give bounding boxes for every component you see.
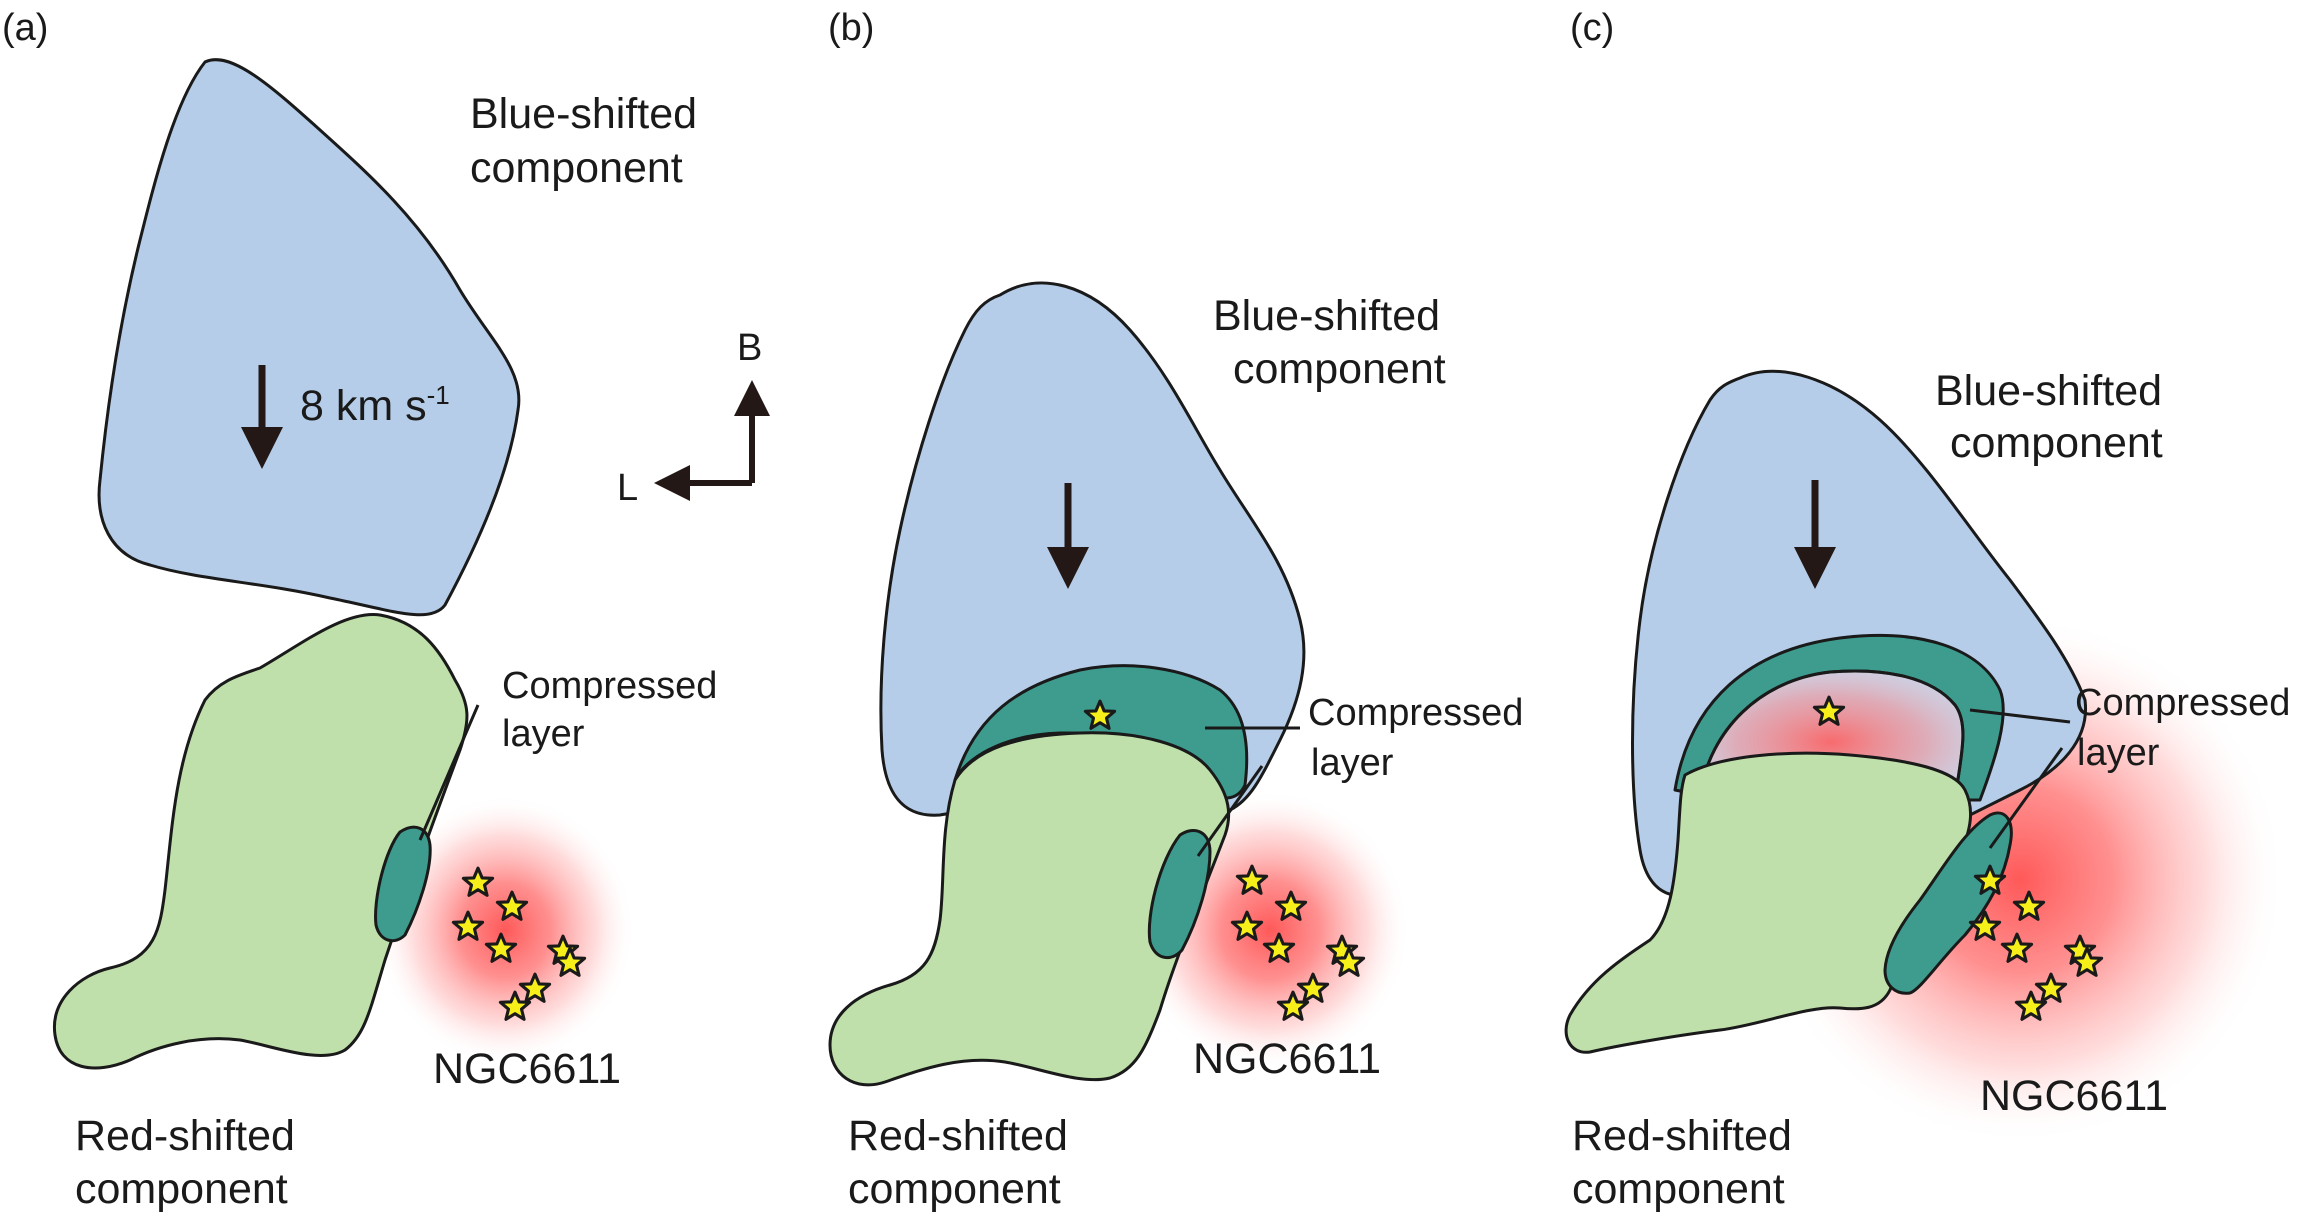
red-shifted-cloud (52, 613, 469, 1070)
direction-axes-icon: B L (617, 327, 770, 509)
red-shifted-label: Red-shifted (75, 1112, 295, 1160)
axis-left-label: L (617, 467, 638, 509)
compressed-layer (374, 825, 432, 943)
red-shifted-cloud (1564, 751, 1972, 1054)
compressed-layer-label: Compressed (502, 665, 717, 707)
blue-shifted-label: component (470, 144, 683, 192)
axis-up-label: B (737, 327, 762, 369)
compressed-layer-label: layer (2077, 732, 2160, 774)
cluster-label: NGC6611 (433, 1045, 621, 1093)
cluster-label: NGC6611 (1980, 1072, 2168, 1120)
red-shifted-cloud (828, 731, 1231, 1087)
panel-c: (c) Blue-shifted component Compressed (1564, 7, 2290, 1213)
blue-shifted-cloud (97, 58, 521, 617)
compressed-layer-pointer (1196, 765, 1264, 857)
compressed-layer-label: Compressed (1308, 692, 1523, 734)
red-shifted-label: Red-shifted (848, 1112, 1068, 1160)
compressed-layer-pointer (1969, 708, 2071, 724)
compressed-layer-label: layer (1311, 742, 1394, 784)
compressed-layer-pointer (1988, 747, 2064, 849)
red-shifted-label: Red-shifted (1572, 1112, 1792, 1160)
cluster-label: NGC6611 (1193, 1035, 1381, 1083)
compressed-layer-pointer (418, 704, 480, 841)
red-shifted-label: component (1572, 1165, 1785, 1213)
hii-region-glow (375, 795, 635, 1065)
panel-tag: (b) (828, 7, 874, 49)
panel-tag: (a) (2, 7, 48, 49)
red-shifted-label: component (75, 1165, 288, 1213)
compressed-layer (1883, 811, 2013, 995)
compressed-layer-label: Compressed (2075, 682, 2290, 724)
blue-shifted-label: Blue-shifted (1213, 292, 1440, 340)
blue-shifted-label: component (1950, 419, 2163, 467)
panel-b: (b) Blue-shifted component Compressed la… (828, 7, 1523, 1213)
velocity-label: 8 km s-1 (300, 380, 450, 430)
red-shifted-label: component (848, 1165, 1061, 1213)
compressed-layer-label: layer (502, 713, 585, 755)
blue-shifted-label: component (1233, 345, 1446, 393)
panel-tag: (c) (1570, 7, 1614, 49)
panel-a: (a) 8 km s-1 Blue-shifted component Comp… (2, 7, 717, 1213)
blue-shifted-label: Blue-shifted (1935, 367, 2162, 415)
blue-shifted-label: Blue-shifted (470, 90, 697, 138)
